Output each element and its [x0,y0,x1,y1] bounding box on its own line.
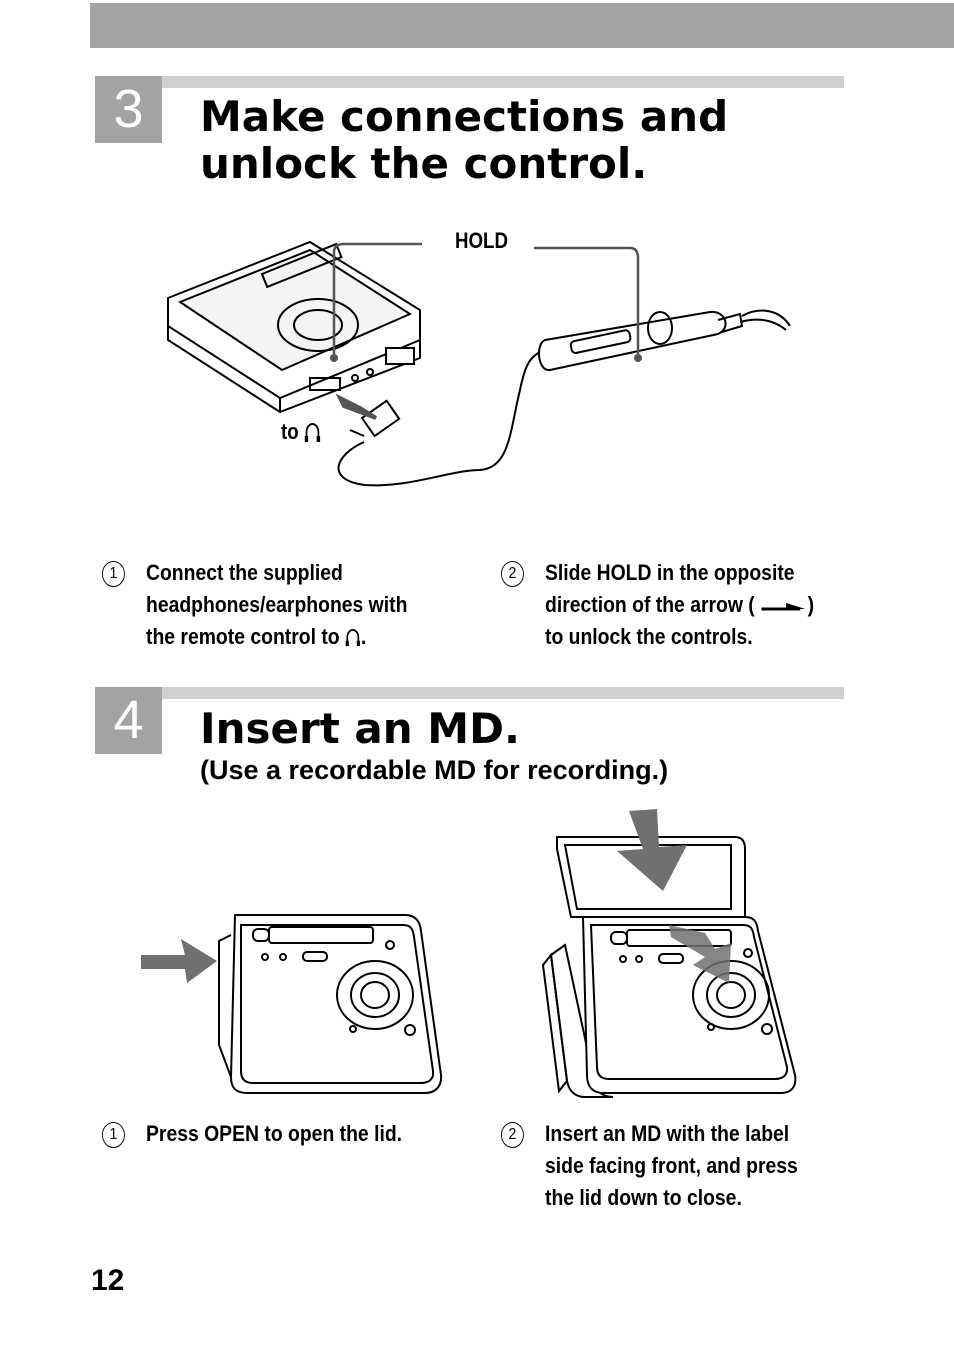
step-line: Insert an MD with the label [545,1121,790,1146]
connection-illustration [167,240,791,487]
section-3-step-1: 1 Connect the supplied headphones/earpho… [102,557,408,653]
step-line: the remote control to . [146,624,367,649]
close-lid-arrow-icon [669,925,731,983]
headphones-icon [345,629,361,647]
section-3-title: Make connections and unlock the control. [200,93,728,187]
step-line: Slide HOLD in the opposite [545,560,795,585]
to-text: to [281,419,299,444]
section-3-band [162,76,844,88]
section-3-title-line-1: Make connections and [200,92,729,141]
step-line: the lid down to close. [545,1185,742,1210]
step-3-badge: 3 [95,76,162,143]
section-4-band [162,687,844,699]
headphone-jack-label: to [281,419,321,445]
insert-md-illustration [541,809,797,1098]
step-line: to unlock the controls. [545,624,753,649]
section-4-subtitle: (Use a recordable MD for recording.) [200,755,669,785]
section-4-title: Insert an MD. [200,704,520,753]
push-arrow-icon [141,939,217,983]
down-arrow-icon [617,809,687,891]
section-3-step-2: 2 Slide HOLD in the opposite direction o… [501,557,815,653]
step-number-2: 2 [501,561,524,587]
step-line: headphones/earphones with [146,592,408,617]
step-line: Press OPEN to open the lid. [146,1121,403,1146]
section-3-title-line-2: unlock the control. [200,139,648,188]
step-number-1: 1 [102,1122,125,1148]
hold-label: HOLD [455,228,508,253]
step-line: Connect the supplied [146,560,343,585]
step-number-2: 2 [501,1122,524,1148]
step-line: direction of the arrow ( ) [545,592,815,617]
step-4-badge: 4 [95,687,162,754]
section-4-step-1: 1 Press OPEN to open the lid. [102,1118,403,1150]
press-open-illustration [141,914,443,1094]
step-line: side facing front, and press [545,1153,798,1178]
page-number: 12 [91,1264,125,1297]
header-bar [90,3,954,48]
section-4-step-2: 2 Insert an MD with the label side facin… [501,1118,798,1214]
hold-arrow-icon [761,603,806,611]
step-number-1: 1 [102,561,125,587]
headphones-icon [304,423,321,443]
